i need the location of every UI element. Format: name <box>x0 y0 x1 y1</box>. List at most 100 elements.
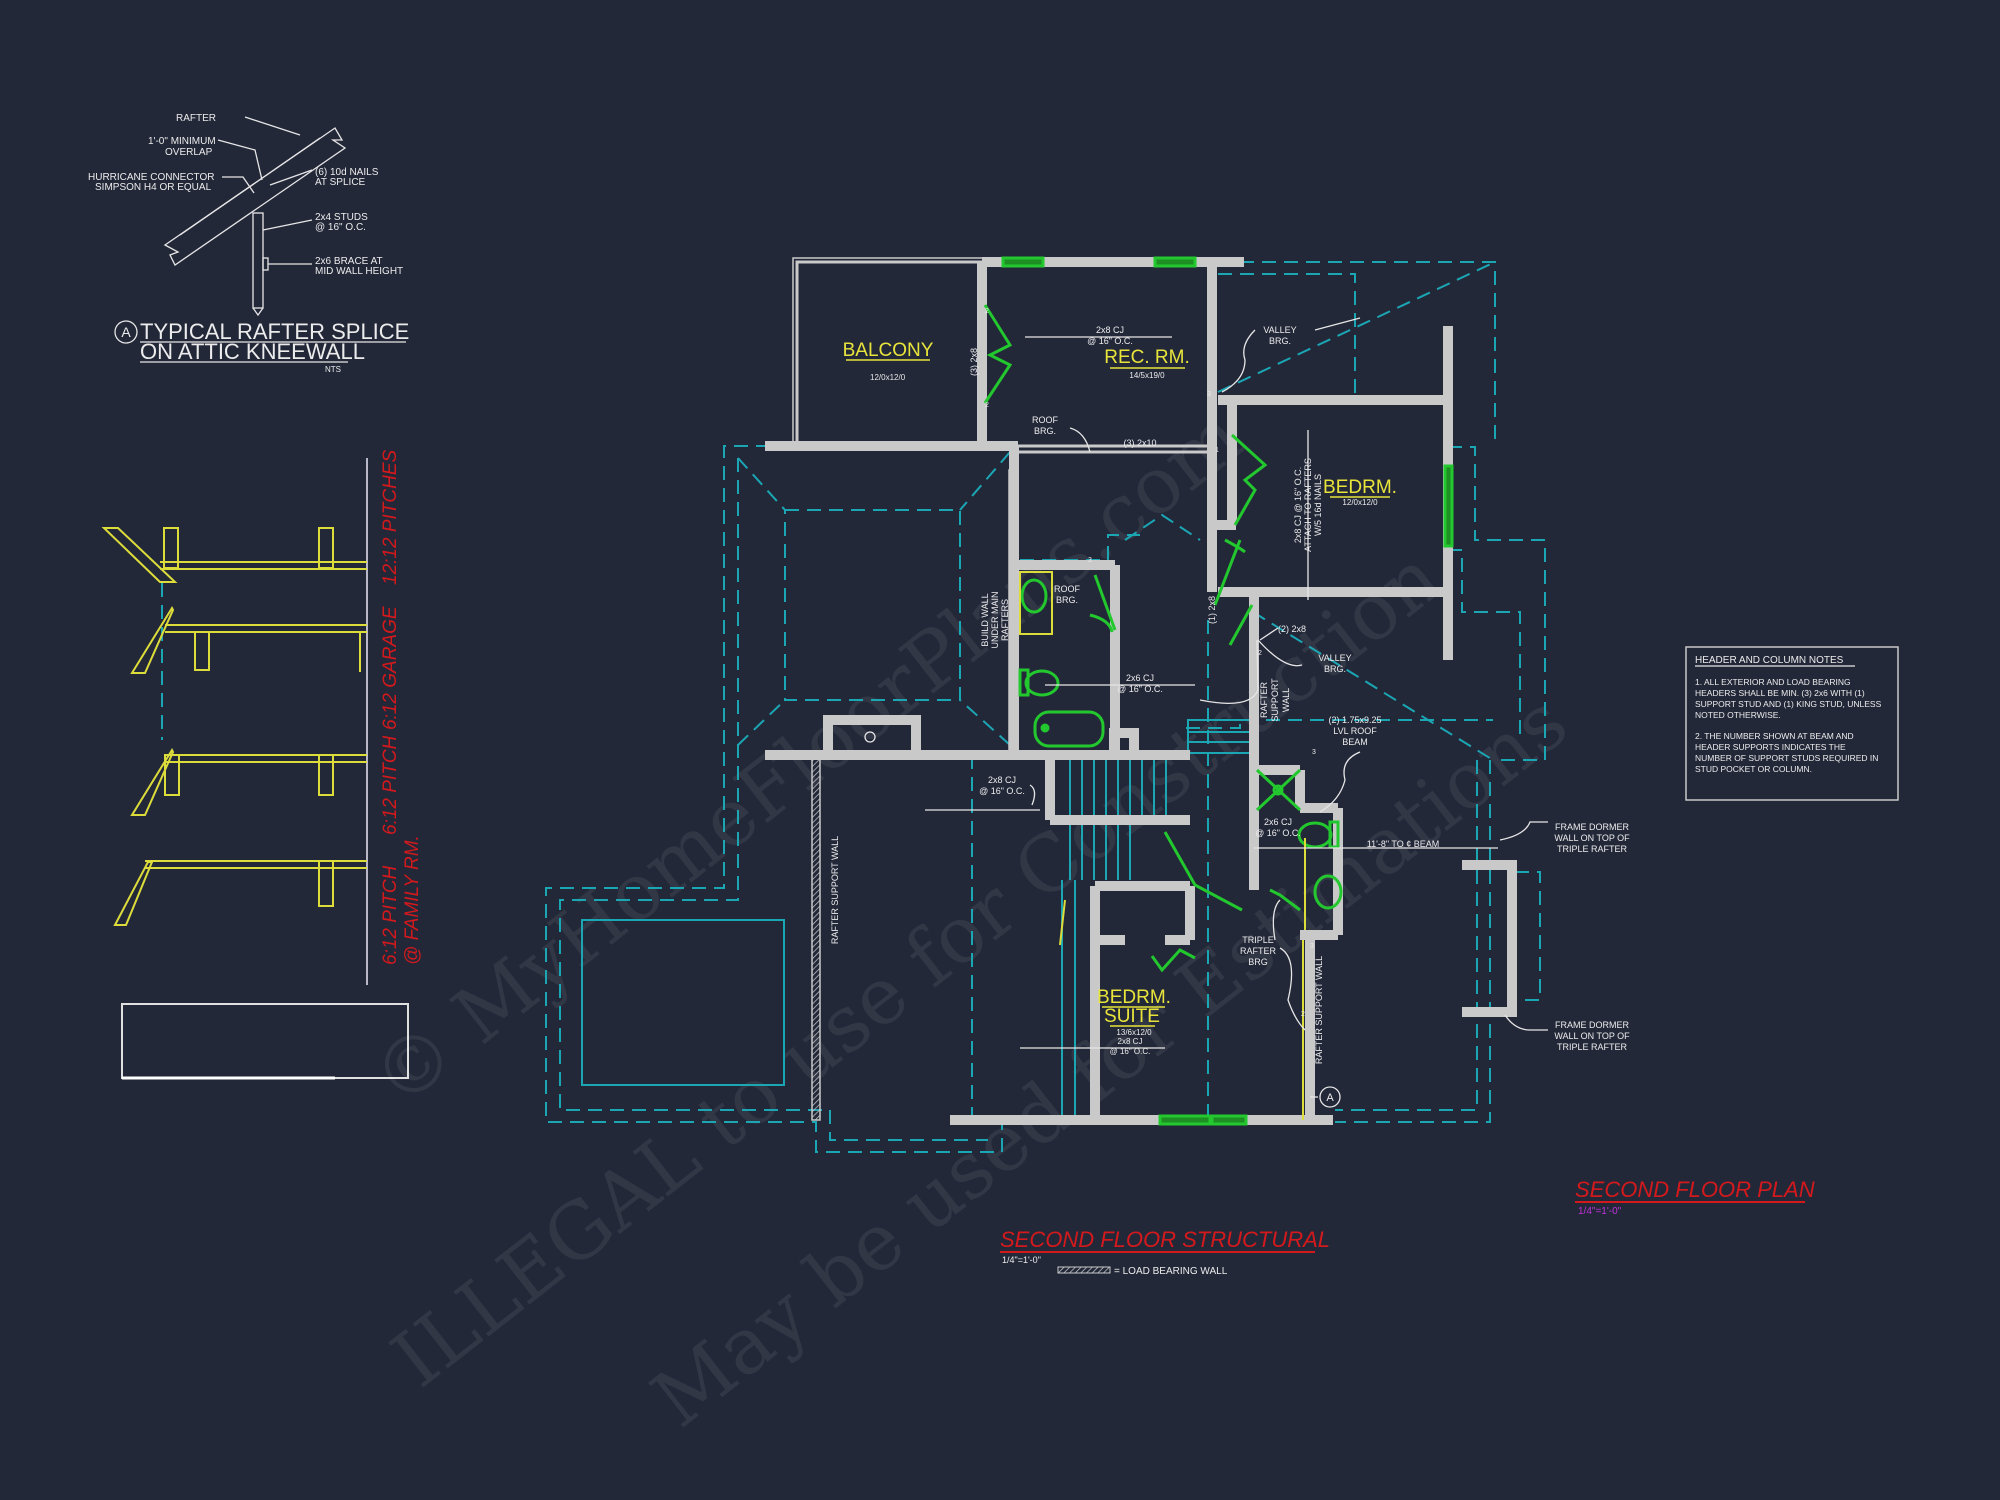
nails-label: (6) 10d NAILS <box>315 167 379 178</box>
overlap-label: 1'-0" MINIMUM <box>148 136 216 147</box>
svg-text:2: 2 <box>985 308 989 315</box>
detail-title: ON ATTIC KNEEWALL <box>140 339 365 364</box>
svg-text:SUPPORT STUD AND (1) KING STUD: SUPPORT STUD AND (1) KING STUD, UNLESS <box>1695 699 1882 709</box>
room-rec-rm: REC. RM. 14/5x19/0 <box>1104 347 1190 380</box>
svg-text:TRIPLE RAFTER: TRIPLE RAFTER <box>1557 844 1628 854</box>
svg-text:@ 16" O.C.: @ 16" O.C. <box>1110 1047 1151 1056</box>
svg-text:VALLEY: VALLEY <box>1318 653 1351 663</box>
svg-text:1: 1 <box>1215 447 1219 454</box>
load-bearing-legend: = LOAD BEARING WALL <box>1114 1266 1228 1277</box>
svg-text:HEADERS SHALL BE MIN. (3) 2x6: HEADERS SHALL BE MIN. (3) 2x6 WITH (1) <box>1695 688 1865 698</box>
svg-text:12/0x12/0: 12/0x12/0 <box>1342 498 1378 507</box>
room-bedrm-suite: BEDRM. SUITE 13/6x12/0 2x8 CJ @ 16" O.C. <box>1097 987 1171 1056</box>
svg-text:FRAME DORMER: FRAME DORMER <box>1555 822 1630 832</box>
svg-text:14/5x19/0: 14/5x19/0 <box>1129 371 1165 380</box>
pitch-label-family-rm: 6:12 PITCH @ FAMILY RM. <box>380 835 423 965</box>
pitch-sections: 12:12 PITCHES 6:12 GARAGE 6:12 PITCH 6:1… <box>101 450 423 1080</box>
svg-text:2: 2 <box>1301 1011 1305 1018</box>
svg-text:UNDER MAIN: UNDER MAIN <box>990 591 1000 648</box>
svg-text:2x8 CJ: 2x8 CJ <box>988 775 1016 785</box>
load-bearing-wall <box>1008 469 1018 756</box>
svg-text:BEDRM.: BEDRM. <box>1323 477 1397 498</box>
svg-text:6:12 PITCH: 6:12 PITCH <box>380 735 401 835</box>
svg-text:NUMBER OF SUPPORT STUDS REQUIR: NUMBER OF SUPPORT STUDS REQUIRED IN <box>1695 753 1878 763</box>
room-bedrm: BEDRM. 12/0x12/0 <box>1323 477 1397 507</box>
svg-text:BRG.: BRG. <box>1034 426 1056 436</box>
plan-scale: 1/4"=1'-0" <box>1578 1206 1622 1217</box>
svg-text:@ FAMILY RM.: @ FAMILY RM. <box>402 835 423 965</box>
svg-text:ROOF: ROOF <box>1054 584 1081 594</box>
detail-marker-circle <box>114 320 138 344</box>
svg-text:@ 16" O.C.: @ 16" O.C. <box>1087 336 1133 346</box>
svg-text:LVL ROOF: LVL ROOF <box>1333 726 1377 736</box>
svg-text:@ 16" O.C.: @ 16" O.C. <box>1117 684 1163 694</box>
svg-text:SUITE: SUITE <box>1104 1006 1160 1027</box>
detail-drawing <box>163 116 347 317</box>
svg-text:RAFTER: RAFTER <box>1240 946 1277 956</box>
svg-text:2. THE NUMBER SHOWN AT BEAM AN: 2. THE NUMBER SHOWN AT BEAM AND <box>1695 731 1854 741</box>
svg-text:1. ALL EXTERIOR AND LOAD BEARI: 1. ALL EXTERIOR AND LOAD BEARING <box>1695 677 1851 687</box>
svg-text:2x8 CJ: 2x8 CJ <box>1096 325 1124 335</box>
hurricane-label: SIMPSON H4 OR EQUAL <box>95 182 212 193</box>
svg-text:2: 2 <box>985 402 989 409</box>
load-bearing-wall <box>811 754 821 1121</box>
svg-text:@ 16" O.C.: @ 16" O.C. <box>1255 828 1301 838</box>
svg-text:SECOND FLOOR STRUCTURAL: SECOND FLOOR STRUCTURAL <box>1000 1227 1330 1252</box>
svg-text:ATTACH TO RAFTERS: ATTACH TO RAFTERS <box>1303 458 1313 552</box>
svg-text:W/5 16d NAILS: W/5 16d NAILS <box>1313 474 1323 536</box>
svg-text:STUD POCKET OR COLUMN.: STUD POCKET OR COLUMN. <box>1695 764 1812 774</box>
svg-text:3: 3 <box>1312 749 1316 756</box>
brace-label: MID WALL HEIGHT <box>315 266 403 277</box>
svg-text:2x6 CJ: 2x6 CJ <box>1126 673 1154 683</box>
pitch-label-12-12: 12:12 PITCHES <box>380 450 401 585</box>
svg-text:(3) 2x8: (3) 2x8 <box>969 348 979 376</box>
cabinets <box>1019 571 1306 1120</box>
svg-text:REC. RM.: REC. RM. <box>1104 347 1190 368</box>
svg-text:BRG.: BRG. <box>1269 336 1291 346</box>
svg-text:2x8 CJ @ 16" O.C.: 2x8 CJ @ 16" O.C. <box>1293 467 1303 543</box>
pitch-label-garage: 6:12 GARAGE <box>380 606 401 730</box>
svg-text:RAFTER: RAFTER <box>1259 681 1269 718</box>
leader-lines <box>925 317 1548 1098</box>
svg-text:6:12 PITCH: 6:12 PITCH <box>380 865 401 965</box>
svg-text:12:12 PITCHES: 12:12 PITCHES <box>380 450 401 585</box>
svg-text:WALL ON TOP OF: WALL ON TOP OF <box>1554 833 1630 843</box>
svg-text:BALCONY: BALCONY <box>843 340 934 361</box>
skylight-outline <box>581 919 785 1086</box>
svg-text:12/0x12/0: 12/0x12/0 <box>870 373 906 382</box>
svg-text:HEADER SUPPORTS INDICATES THE: HEADER SUPPORTS INDICATES THE <box>1695 742 1846 752</box>
svg-text:FRAME DORMER: FRAME DORMER <box>1555 1020 1630 1030</box>
svg-text:NOTED OTHERWISE.: NOTED OTHERWISE. <box>1695 710 1781 720</box>
roof-outline <box>545 261 1546 1153</box>
notes-title: HEADER AND COLUMN NOTES <box>1695 655 1844 666</box>
brace-label: 2x6 BRACE AT <box>315 256 383 267</box>
svg-text:6:12 GARAGE: 6:12 GARAGE <box>380 606 401 730</box>
detail-title: TYPICAL RAFTER SPLICE <box>140 319 409 344</box>
svg-text:BUILD WALL: BUILD WALL <box>980 593 990 646</box>
hurricane-label: HURRICANE CONNECTOR <box>88 172 215 183</box>
load-bearing-legend-swatch <box>1057 1266 1111 1274</box>
overlap-label: OVERLAP <box>165 147 213 158</box>
svg-text:(1) 2x8: (1) 2x8 <box>1207 596 1217 624</box>
svg-text:TRIPLE RAFTER: TRIPLE RAFTER <box>1557 1042 1628 1052</box>
svg-text:TRIPLE: TRIPLE <box>1242 935 1274 945</box>
rafter-splice-detail: RAFTER 1'-0" MINIMUM OVERLAP HURRICANE C… <box>88 113 409 374</box>
floor-plan: BALCONY 12/0x12/0 REC. RM. 14/5x19/0 BED… <box>545 256 1630 1153</box>
structural-scale: 1/4"=1'-0" <box>1002 1255 1041 1265</box>
svg-text:2: 2 <box>1258 650 1262 657</box>
svg-text:RAFTER SUPPORT WALL: RAFTER SUPPORT WALL <box>1314 956 1324 1064</box>
title-plan: SECOND FLOOR PLAN 1/4"=1'-0" <box>1575 1177 1815 1217</box>
svg-text:(3) 2x10: (3) 2x10 <box>1123 438 1156 448</box>
svg-text:BRG.: BRG. <box>1056 595 1078 605</box>
detail-marker: A <box>121 324 131 340</box>
studs-label: 2x4 STUDS <box>315 212 368 223</box>
svg-text:2x6 CJ: 2x6 CJ <box>1264 817 1292 827</box>
svg-text:BEDRM.: BEDRM. <box>1097 987 1171 1008</box>
svg-text:WALL: WALL <box>1281 688 1291 712</box>
svg-text:BRG.: BRG. <box>1324 664 1346 674</box>
svg-text:(2) 2x8: (2) 2x8 <box>1278 624 1306 634</box>
svg-text:BEAM: BEAM <box>1342 737 1368 747</box>
svg-text:(2) 1.75x9.25: (2) 1.75x9.25 <box>1328 715 1381 725</box>
svg-text:RAFTER SUPPORT WALL: RAFTER SUPPORT WALL <box>830 836 840 944</box>
